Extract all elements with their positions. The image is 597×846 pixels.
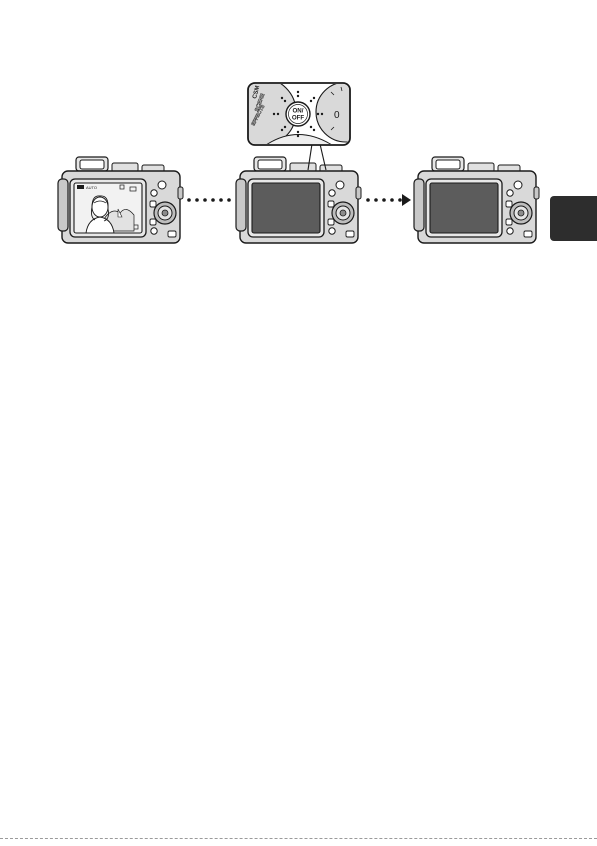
power-switch-inset: CSM SCENE EFFECTS 0: [228, 78, 376, 146]
chapter-tab: [550, 196, 597, 241]
on-off-label-line2: OFF: [292, 115, 305, 122]
on-off-label-line1: ON/: [292, 108, 303, 115]
camera-power-pressed: [236, 157, 361, 243]
dial-value-zero: 0: [334, 110, 340, 121]
bottom-rule: [0, 838, 597, 839]
lcd-mode-label: AUTO: [86, 185, 97, 190]
sequence-dots-1: [187, 198, 231, 202]
arrow-right-icon: [402, 194, 411, 206]
camera-monitor-on: AUTO: [58, 157, 183, 243]
camera-power-off: [414, 157, 539, 243]
on-off-button-icon: ON/ OFF: [286, 102, 310, 126]
sequence-dots-2: [366, 194, 411, 206]
